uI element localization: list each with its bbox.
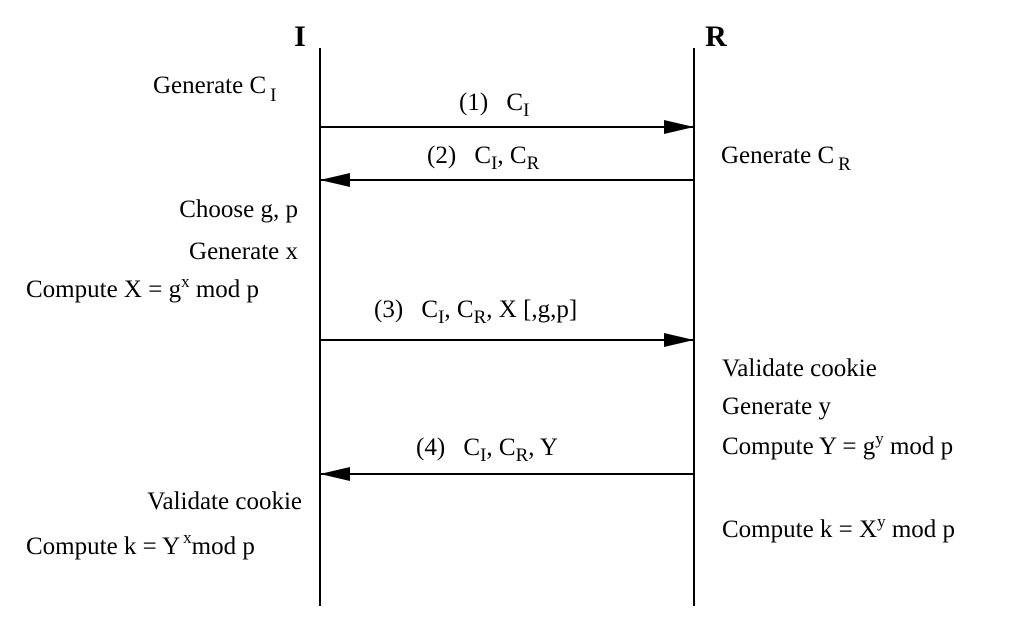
message-3-part-0: C	[421, 296, 438, 323]
initiator-choose-gp: Choose g, p	[179, 196, 298, 223]
responder-validate-cookie: Validate cookie	[722, 355, 877, 382]
message-4-part-2: , Y	[528, 434, 558, 461]
message-num-2: (2)	[427, 142, 456, 169]
message-2-part-1: , C	[497, 142, 526, 169]
initiator-label: I	[294, 20, 306, 53]
message-2-sub-0: I	[491, 153, 497, 174]
initiator-generate-x: Generate x	[189, 238, 298, 265]
message-1-sub-0: I	[523, 100, 529, 121]
responder-generate-y: Generate y	[722, 393, 831, 420]
message-label-4: (4) CI, CR, Y	[416, 434, 558, 466]
message-2-part-0: C	[474, 142, 491, 169]
message-3-part-2: , X [,g,p]	[486, 296, 577, 323]
initiator-compute-k-mod: mod p	[192, 533, 255, 560]
initiator-generate-ci-sub: I	[270, 85, 276, 106]
initiator-compute-k-exp: x	[183, 528, 192, 547]
responder-label: R	[705, 20, 727, 53]
initiator-generate-ci-text: Generate C	[153, 72, 266, 99]
responder-compute-Y-mod: mod p	[884, 433, 953, 460]
initiator-compute-X: Compute X = gx mod p	[26, 272, 259, 303]
responder-generate-cr-text: Generate C	[721, 142, 834, 169]
message-3-sub-1: R	[474, 307, 487, 328]
initiator-compute-k-base: Compute k = Y	[26, 533, 180, 560]
message-1-part-0: C	[506, 89, 523, 116]
message-4-sub-0: I	[480, 445, 486, 466]
initiator-compute-X-base: Compute X = g	[26, 276, 182, 303]
responder-compute-k-exp: y	[877, 512, 886, 531]
message-num-4: (4)	[416, 434, 445, 461]
responder-compute-k-base: Compute k = X	[722, 516, 877, 543]
responder-compute-k-mod: mod p	[886, 516, 955, 543]
responder-compute-Y-exp: y	[875, 429, 884, 448]
message-num-1: (1)	[459, 89, 488, 116]
initiator-compute-X-exp: x	[181, 272, 190, 291]
message-label-3: (3) CI, CR, X [,g,p]	[374, 296, 577, 328]
message-4-sub-1: R	[516, 445, 529, 466]
message-label-2: (2) CI, CR	[427, 142, 540, 174]
responder-compute-Y: Compute Y = gy mod p	[722, 429, 953, 460]
message-3-sub-0: I	[438, 307, 444, 328]
message-3-part-1: , C	[444, 296, 473, 323]
initiator-compute-X-mod: mod p	[190, 276, 259, 303]
initiator-validate-cookie: Validate cookie	[147, 488, 302, 515]
message-2-sub-1: R	[527, 153, 540, 174]
message-num-3: (3)	[374, 296, 403, 323]
message-label-1: (1) CI	[459, 89, 529, 121]
message-4-part-1: , C	[486, 434, 515, 461]
responder-compute-k: Compute k = Xy mod p	[722, 512, 955, 543]
message-4-part-0: C	[463, 434, 480, 461]
responder-compute-Y-base: Compute Y = g	[722, 433, 876, 460]
responder-generate-cr-sub: R	[838, 154, 851, 175]
